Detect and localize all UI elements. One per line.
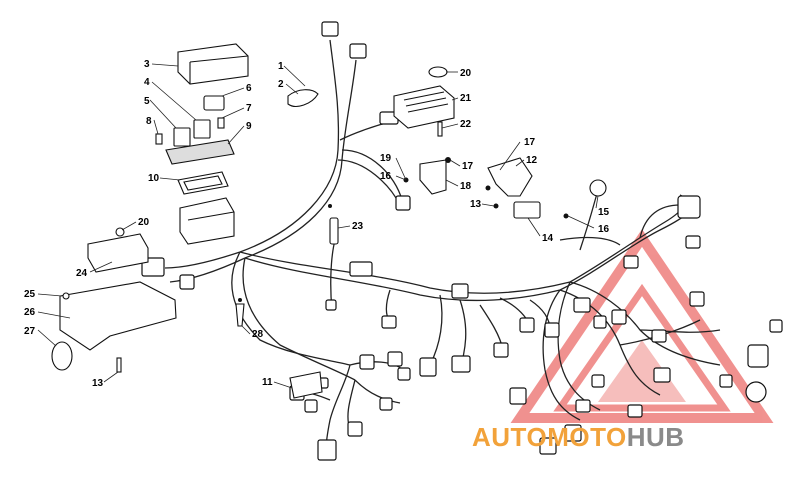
callout-20b: 20 xyxy=(460,68,472,79)
callout-5: 5 xyxy=(144,96,150,107)
watermark-hub: HUB xyxy=(627,422,685,452)
callout-17a: 17 xyxy=(462,161,474,172)
callout-22: 22 xyxy=(460,119,472,130)
callout-16a: 16 xyxy=(380,171,392,182)
callout-28: 28 xyxy=(252,329,264,340)
callout-4: 4 xyxy=(144,77,150,88)
callout-21: 21 xyxy=(460,93,472,104)
callout-25: 25 xyxy=(24,289,36,300)
callout-13a: 13 xyxy=(470,199,482,210)
connectors xyxy=(141,21,783,461)
callout-labels: 1 2 3 4 5 6 7 8 9 10 11 12 13 13 14 15 1… xyxy=(24,59,610,389)
callout-27: 27 xyxy=(24,326,36,337)
callout-20a: 20 xyxy=(138,217,150,228)
callout-14: 14 xyxy=(542,233,554,244)
leader-lines xyxy=(37,63,599,389)
callout-1: 1 xyxy=(278,61,284,72)
callout-3: 3 xyxy=(144,59,150,70)
watermark-text: AUTOMOTOHUB xyxy=(472,422,685,452)
callout-23: 23 xyxy=(352,221,364,232)
svg-text:AUTOMOTOHUB: AUTOMOTOHUB xyxy=(472,422,685,452)
callout-6: 6 xyxy=(246,83,252,94)
watermark-moto: MOTO xyxy=(547,422,627,452)
callout-13b: 13 xyxy=(92,378,104,389)
callout-7: 7 xyxy=(246,103,252,114)
callout-24: 24 xyxy=(76,268,88,279)
callout-11: 11 xyxy=(262,377,273,388)
components xyxy=(51,43,607,399)
callout-15: 15 xyxy=(598,207,610,218)
callout-17b: 17 xyxy=(524,137,536,148)
callout-2: 2 xyxy=(278,79,284,90)
callout-18: 18 xyxy=(460,181,472,192)
watermark-auto: AUTO xyxy=(472,422,547,452)
callout-26: 26 xyxy=(24,307,36,318)
callout-12: 12 xyxy=(526,155,538,166)
callout-8: 8 xyxy=(146,116,152,127)
callout-10: 10 xyxy=(148,173,160,184)
callout-16b: 16 xyxy=(598,224,610,235)
callout-19: 19 xyxy=(380,153,392,164)
callout-9: 9 xyxy=(246,121,252,132)
